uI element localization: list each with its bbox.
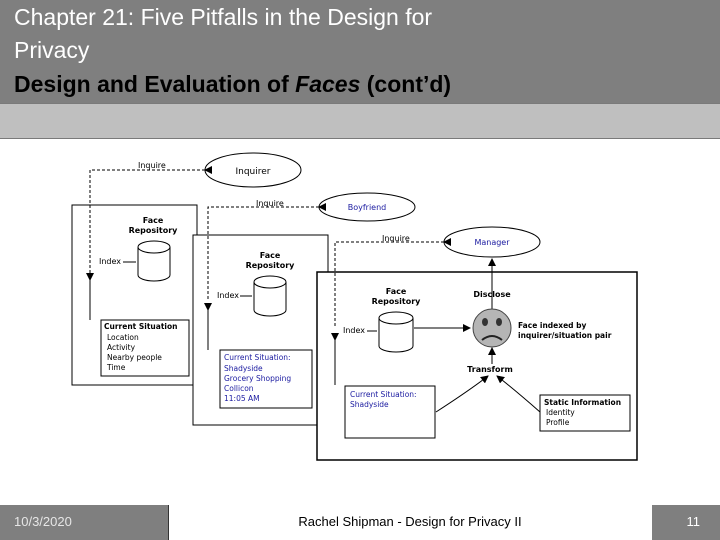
repository-cylinder-3	[378, 318, 414, 353]
face-repo-3-b: Repository	[372, 297, 422, 306]
transform-label: Transform	[467, 365, 513, 374]
card-2-item-1: Grocery Shopping	[224, 374, 291, 383]
face-repo-1-a: Face	[143, 216, 164, 225]
static-info-item-1: Profile	[546, 418, 570, 427]
face-indexed-label-1: Face indexed by	[518, 321, 587, 330]
current-situation-box	[100, 319, 190, 377]
slide-title-line-3: Design and Evaluation of Faces (cont’d)	[14, 69, 451, 99]
face-repo-1-b: Repository	[129, 226, 179, 235]
card-3-title: Current Situation:	[350, 390, 417, 399]
footer-text: Rachel Shipman - Design for Privacy II	[298, 514, 522, 529]
index-label-1: Index	[99, 257, 121, 266]
cs-item-1: Activity	[107, 343, 136, 352]
current-situation-title: Current Situation	[104, 322, 177, 331]
cs-item-0: Location	[107, 333, 139, 342]
curve-card3-to-transform	[435, 375, 489, 413]
index-label-2: Index	[217, 291, 239, 300]
title-italic-faces: Faces	[295, 71, 361, 97]
curve-static-to-transform	[496, 375, 541, 413]
boyfriend-label: Boyfriend	[348, 203, 387, 212]
title-part-1: Design and Evaluation of	[14, 71, 296, 97]
footer-page-box: 11	[652, 505, 720, 540]
card-2-title: Current Situation:	[224, 353, 291, 362]
static-info-title: Static Information	[544, 398, 621, 407]
title-bar: Chapter 21: Five Pitfalls in the Design …	[0, 0, 720, 104]
sad-face-icon	[472, 308, 512, 348]
card-2-item-3: 11:05 AM	[224, 394, 260, 403]
static-info-box	[539, 394, 631, 432]
face-repo-2-a: Face	[260, 251, 281, 260]
inquirer-label: Inquirer	[235, 167, 270, 177]
title-part-2: (cont’d)	[360, 71, 452, 97]
footer-center: Rachel Shipman - Design for Privacy II	[170, 505, 650, 540]
repository-cylinder-2	[253, 282, 287, 317]
slide-title-line-2: Privacy	[14, 37, 90, 63]
card-2	[219, 349, 313, 409]
cs-item-2: Nearby people	[107, 353, 162, 362]
card-2-item-0: Shadyside	[224, 364, 263, 373]
subtitle-band	[0, 103, 720, 139]
inquire-label-2: Inquire	[256, 199, 284, 208]
index-label-3: Index	[343, 326, 365, 335]
card-3	[344, 385, 436, 439]
manager-label: Manager	[474, 238, 510, 247]
inquire-label-3: Inquire	[382, 234, 410, 243]
footer-date-box: 10/3/2020	[0, 505, 169, 540]
inquire-label-1: Inquire	[138, 161, 166, 170]
static-info-item-0: Identity	[546, 408, 575, 417]
face-indexed-label-2: inquirer/situation pair	[518, 331, 612, 340]
footer-date: 10/3/2020	[14, 514, 72, 529]
slide-title-line-1: Chapter 21: Five Pitfalls in the Design …	[14, 4, 433, 30]
repository-cylinder-1	[137, 247, 171, 282]
card-2-item-2: Collicon	[224, 384, 254, 393]
cs-item-3: Time	[106, 363, 126, 372]
page-number: 11	[686, 514, 701, 529]
face-repo-3-a: Face	[386, 287, 407, 296]
card-3-item-0: Shadyside	[350, 400, 389, 409]
face-repo-2-b: Repository	[246, 261, 296, 270]
